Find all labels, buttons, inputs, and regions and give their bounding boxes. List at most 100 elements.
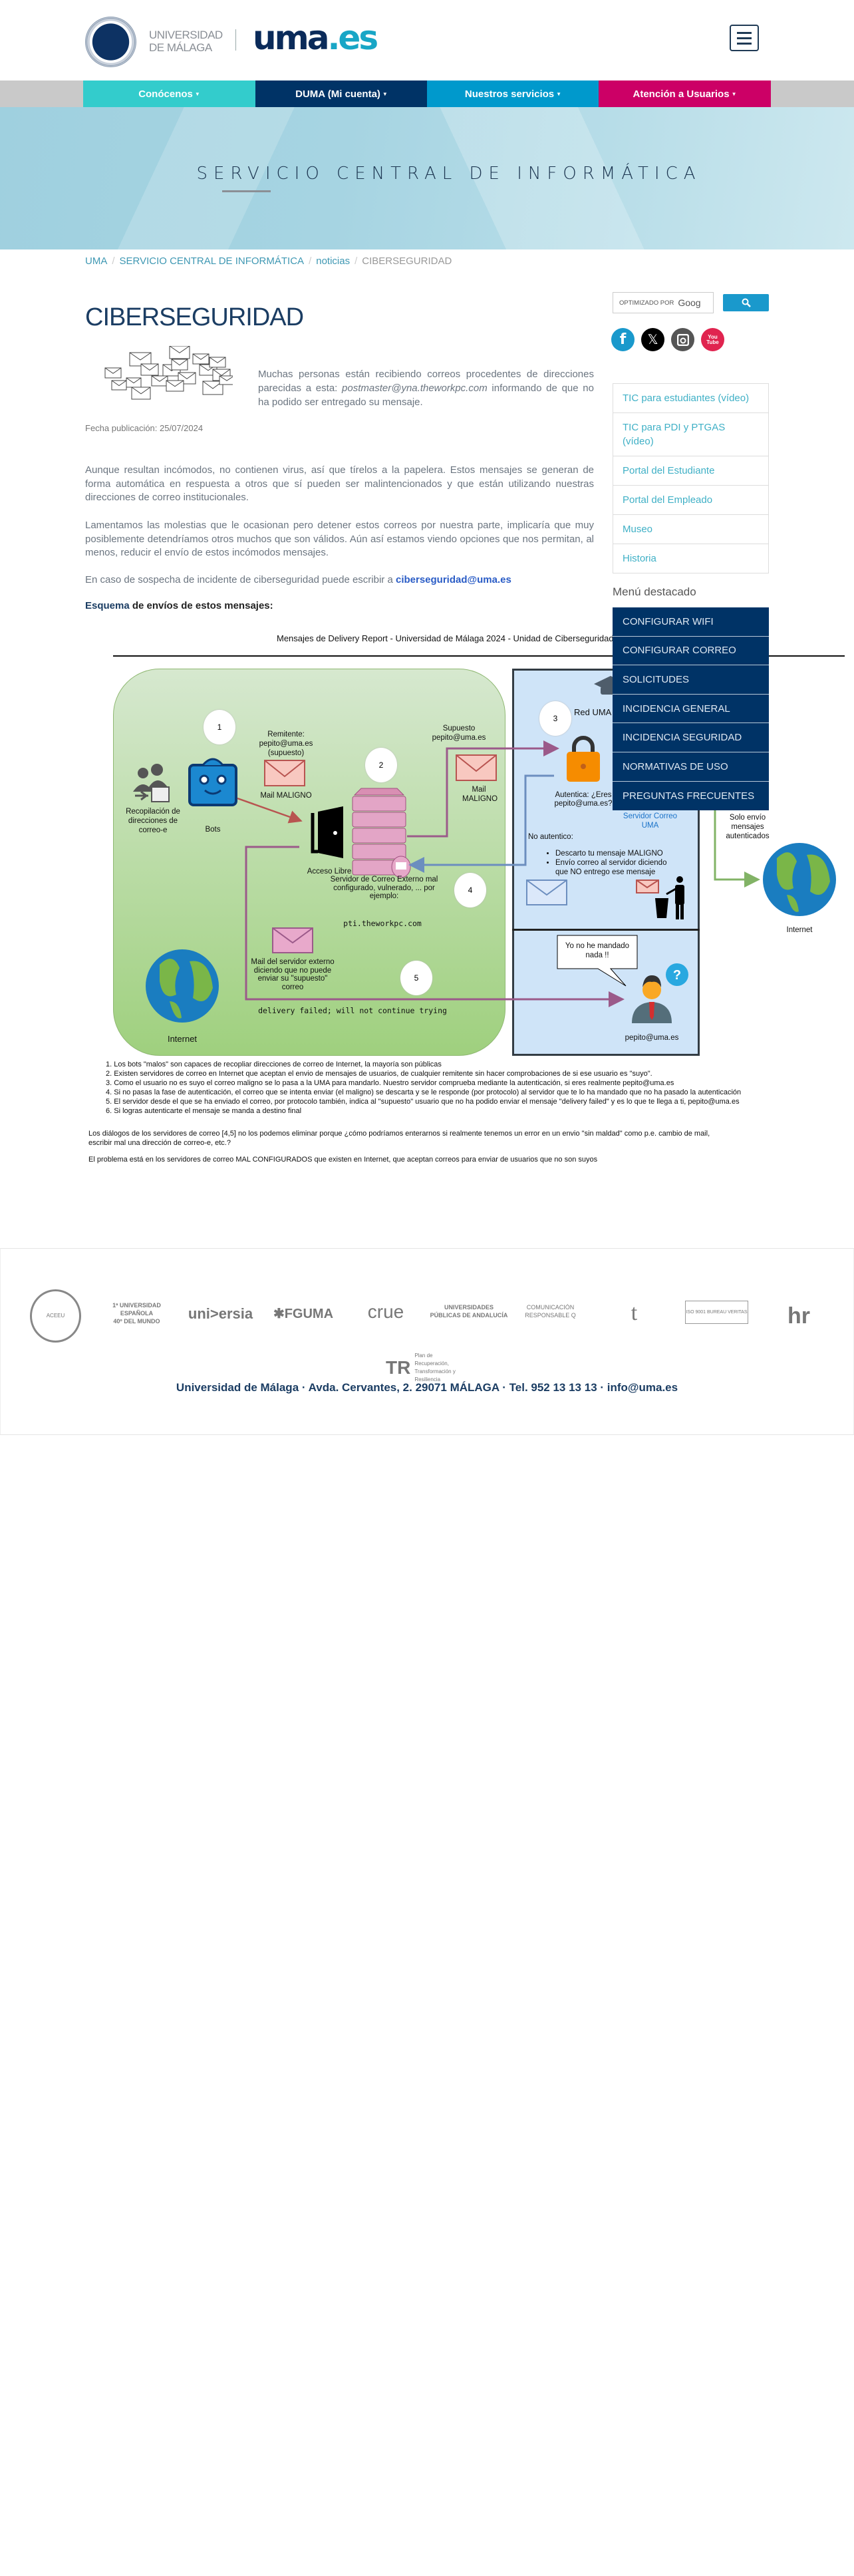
featured-normativas[interactable]: NORMATIVAS DE USO (613, 752, 769, 782)
featured-menu-title: Menú destacado (613, 585, 696, 598)
envelope-icon (209, 357, 226, 368)
label-bots: Bots (205, 826, 221, 834)
breadcrumb-uma[interactable]: UMA (85, 255, 108, 267)
featured-preguntas-frecuentes[interactable]: PREGUNTAS FRECUENTES (623, 790, 755, 802)
uma-es-logo[interactable]: uma.es (253, 19, 378, 57)
universia-logo[interactable]: uni>ersia (188, 1305, 253, 1322)
logo-line-2: DE MÁLAGA (149, 41, 212, 54)
label-authenticate: Autentica: ¿Eres pepito@uma.es? (554, 791, 613, 808)
label-not-authenticated: No autentico: (528, 833, 573, 841)
article-paragraph: Lamentamos las molestias que le ocasiona… (85, 520, 594, 559)
comunicacion-responsable-logo[interactable]: COMUNICACIÓN RESPONSABLE Q (525, 1304, 576, 1319)
note-dialogs: escribir mal una dirección de correo-e, … (88, 1139, 231, 1147)
globe-icon (146, 949, 219, 1023)
search-button[interactable] (723, 294, 769, 311)
label-bounce-mail: Mail del servidor externo diciendo que n… (251, 958, 335, 991)
envelopes-illustration (104, 346, 233, 400)
breadcrumb-noticias[interactable]: noticias (316, 255, 351, 267)
nav-label: Atención a Usuarios (633, 88, 730, 100)
svg-text:?: ? (673, 968, 681, 983)
breadcrumb-sci[interactable]: SERVICIO CENTRAL DE INFORMÁTICA (119, 255, 305, 267)
instagram-icon[interactable] (671, 328, 694, 351)
nav-label: DUMA (Mi cuenta) (295, 88, 380, 100)
x-twitter-icon[interactable]: 𝕏 (641, 328, 664, 351)
note-dialogs: Los diálogos de los servidores de correo… (88, 1130, 710, 1138)
footer-address: Universidad de Málaga · Avda. Cervantes,… (176, 1381, 678, 1394)
facebook-icon[interactable]: f (611, 328, 635, 351)
auth-failure-actions: Descarto tu mensaje MALIGNOEnvío correo … (545, 849, 672, 877)
envelope-icon (219, 375, 233, 385)
crue-logo[interactable]: crue (367, 1301, 404, 1322)
spoof-address: postmaster@yna.theworkpc.com (342, 383, 488, 394)
fguma-logo[interactable]: ✱FGUMA (273, 1307, 334, 1321)
user-icon: ? (632, 963, 688, 1023)
bureau-veritas-logo[interactable]: ISO 9001 BUREAU VERITAS (685, 1301, 748, 1324)
university-seal-logo[interactable] (85, 17, 136, 67)
bot-icon (188, 758, 237, 806)
note-item: 2. Existen servidores de correo en Inter… (106, 1070, 652, 1078)
sidebar-link-museo[interactable]: Museo (613, 514, 768, 544)
featured-incidencia-seguridad[interactable]: INCIDENCIA SEGURIDAD (613, 723, 769, 752)
envelope-icon (104, 367, 122, 379)
hero-banner (0, 107, 854, 249)
label-auth-only: Solo envío mensajes autenticados (726, 814, 770, 840)
sidebar-link-portal-empleado[interactable]: Portal del Empleado (613, 485, 768, 514)
sidebar-link-tic-estudiantes[interactable]: TIC para estudiantes (vídeo) (623, 393, 750, 404)
open-door-icon (311, 806, 343, 858)
label-user: pepito@uma.es (625, 1034, 679, 1042)
label-server-host: pti.theworkpc.com (343, 919, 422, 928)
featured-incidencia-general[interactable]: INCIDENCIA GENERAL (613, 695, 769, 724)
nav-duma[interactable]: DUMA (Mi cuenta)▼ (255, 80, 428, 107)
step-1: 1 (204, 710, 235, 744)
label-uma-server: Servidor Correo UMA (623, 812, 678, 830)
nav-conocenos[interactable]: Conócenos▼ (83, 80, 255, 107)
hero-underline (222, 190, 271, 192)
step-3: 3 (539, 701, 571, 736)
envelope-icon (131, 387, 151, 400)
security-email-link[interactable]: ciberseguridad@uma.es (395, 574, 511, 585)
sidebar-link-portal-estudiante[interactable]: Portal del Estudiante (613, 456, 768, 485)
transparencia-logo[interactable]: t (631, 1301, 638, 1325)
label-internet: Internet (167, 1034, 198, 1044)
envelope-icon (192, 353, 210, 365)
label-uma-network: Red UMA (574, 707, 612, 717)
publication-date: Fecha publicación: 25/07/2024 (85, 423, 204, 433)
featured-configurar-correo[interactable]: CONFIGURAR CORREO (613, 637, 769, 666)
sidebar-link-historia[interactable]: Historia (613, 544, 768, 573)
article-paragraph: Aunque resultan incómodos, no contienen … (85, 464, 594, 504)
hr-excellence-logo[interactable]: hr (787, 1303, 810, 1329)
caret-down-icon: ▼ (194, 90, 200, 97)
sidebar-link-tic-pdi[interactable]: TIC para PDI y PTGAS (vídeo) (613, 412, 768, 456)
caret-down-icon: ▼ (382, 90, 388, 97)
schema-heading: Esquema de envíos de estos mensajes: (85, 600, 273, 611)
envelope-icon (166, 380, 184, 392)
discarded-mail-icon (636, 880, 659, 893)
logo-divider (235, 29, 236, 51)
step-5: 5 (400, 961, 432, 995)
label-supposed-sender: Supuesto pepito@uma.es (432, 724, 486, 742)
globe-icon (763, 843, 836, 916)
nav-servicios[interactable]: Nuestros servicios▼ (427, 80, 599, 107)
diagram-title: Mensajes de Delivery Report - Universida… (277, 633, 614, 643)
nav-label: Conócenos (138, 88, 193, 100)
logo-line-1: UNIVERSIDAD (149, 29, 223, 41)
brand-name: uma (253, 19, 329, 57)
breadcrumb: UMA/SERVICIO CENTRAL DE INFORMÁTICA/noti… (85, 255, 452, 267)
brand-tld: .es (327, 19, 378, 57)
label-internet: Internet (786, 926, 813, 934)
hamburger-menu-button[interactable] (730, 25, 759, 51)
nav-atencion[interactable]: Atención a Usuarios▼ (599, 80, 771, 107)
contact-paragraph: En caso de sospecha de incidente de cibe… (85, 574, 511, 585)
main-nav: Conócenos▼ DUMA (Mi cuenta)▼ Nuestros se… (0, 80, 854, 107)
upa-logo[interactable]: UNIVERSIDADES PÚBLICAS DE ANDALUCÍA (430, 1304, 508, 1319)
aceeu-logo[interactable]: ACEEU (30, 1289, 81, 1343)
featured-configurar-wifi[interactable]: CONFIGURAR WIFI (613, 607, 769, 637)
label-external-server: Servidor de Correo Externo mal configura… (330, 876, 438, 900)
featured-solicitudes[interactable]: SOLICITUDES (613, 665, 769, 695)
step-2: 2 (365, 748, 397, 782)
